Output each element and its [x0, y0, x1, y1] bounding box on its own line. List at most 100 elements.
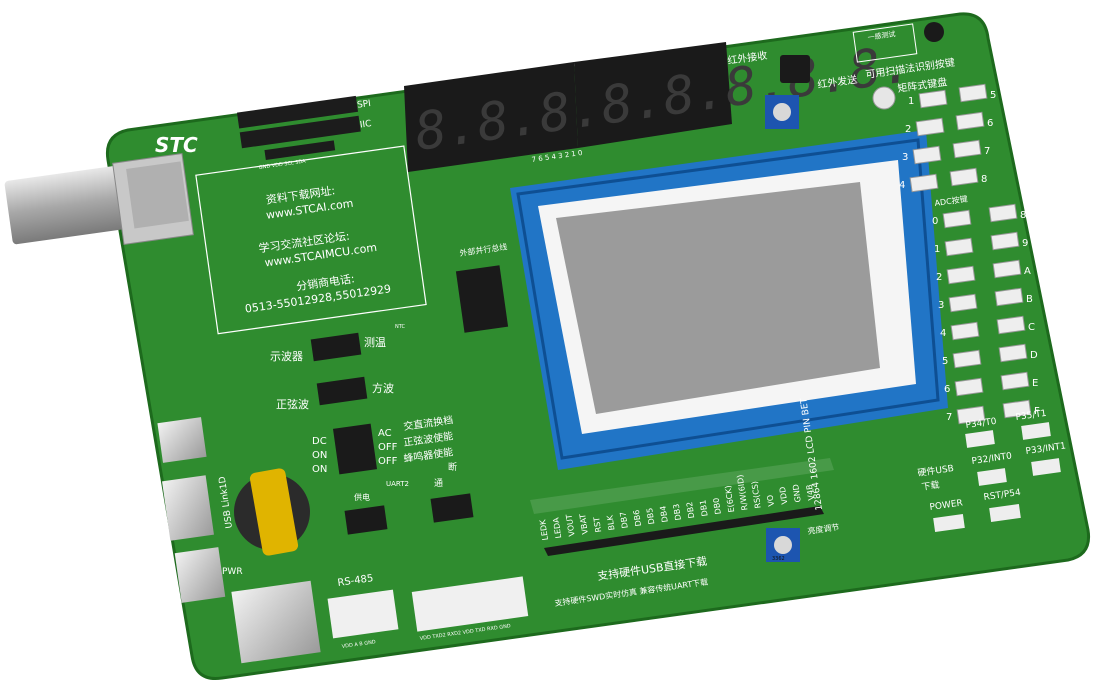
adc-key-label: 0: [932, 216, 938, 227]
matrix-key-button[interactable]: [952, 139, 982, 159]
matrix-key-button[interactable]: [915, 117, 945, 137]
matrix-key-label: 8: [981, 174, 987, 185]
adc-key-label: 5: [942, 356, 948, 367]
lcd-pin-label: E(6CK): [723, 485, 736, 513]
matrix-key-button[interactable]: [909, 173, 939, 193]
adc-key-label: A: [1024, 266, 1031, 277]
adc-key-label: 3: [938, 300, 944, 311]
ntc-label: NTC: [395, 324, 406, 330]
sine-wave-label: 正弦波: [276, 397, 309, 411]
sw-row-1-left: DC: [312, 436, 327, 447]
adc-key-button[interactable]: [992, 259, 1022, 279]
lcd-pin-label: BLK: [605, 514, 616, 531]
matrix-key-button[interactable]: [949, 167, 979, 187]
uart-label: UART2: [386, 480, 409, 488]
lcd-pin-label: VDD: [778, 486, 789, 505]
adc-key-label: 4: [940, 328, 946, 339]
adc-key-button[interactable]: [954, 377, 984, 397]
rs485-connector: RS-485 VDD A B GND: [327, 573, 399, 650]
adc-key-button[interactable]: [1002, 399, 1032, 419]
matrix-key-label: 5: [990, 90, 996, 101]
adc-key-button[interactable]: [994, 287, 1024, 307]
lcd-pin-label: GND: [791, 484, 802, 503]
disconnect-label: 断: [448, 461, 457, 473]
matrix-key-label: 3: [902, 152, 908, 163]
proximity-sensor: 一感测试: [852, 22, 944, 63]
lcd-pin-label: LEDK: [538, 518, 550, 541]
sw-row-1-right: AC: [378, 428, 392, 439]
adc-key-label: F: [1034, 406, 1040, 417]
lcd-pin-label: LEDA: [551, 516, 563, 539]
matrix-key-label: 4: [899, 180, 905, 191]
adc-key-button[interactable]: [1000, 371, 1030, 391]
lcd-pin-header: [530, 458, 834, 556]
matrix-key-button[interactable]: [912, 145, 942, 165]
temperature-label: 测温: [364, 336, 386, 349]
lcd-pin-label: DB3: [672, 503, 683, 521]
adc-key-label: 2: [936, 272, 942, 283]
lcd-pin-label: VO: [766, 494, 777, 507]
uart-switches: UART2 供电 断 通: [344, 461, 474, 535]
spi-label: SPI: [356, 99, 371, 111]
hw-usb-label-2: 下载: [921, 479, 941, 493]
adc-key-button[interactable]: [948, 293, 978, 313]
adc-key-label: 9: [1022, 238, 1028, 249]
matrix-key-label: 6: [987, 118, 993, 129]
lcd-pin-label: VBAT: [578, 513, 590, 535]
lcd-pin-label: DB1: [698, 499, 709, 517]
p34-label: P34/T0: [965, 417, 997, 431]
adc-key-button[interactable]: [998, 343, 1028, 363]
func-buttons: P34/T0 P35/T1 P32/INT0 P33/INT1 RST/P54 …: [917, 409, 1067, 533]
buzzer: [234, 468, 310, 556]
adc-key-button[interactable]: [942, 209, 972, 229]
adc-key-label: C: [1028, 322, 1035, 333]
adc-key-button[interactable]: [990, 231, 1020, 251]
adc-key-label: E: [1032, 378, 1038, 389]
rs485-label: RS-485: [337, 573, 374, 589]
lcd-pin-label: V4B: [805, 484, 816, 501]
matrix-key-label: 2: [905, 124, 911, 135]
lcd-pin-label: DB4: [658, 505, 669, 523]
adc-key-button[interactable]: [950, 321, 980, 341]
adc-key-label: 6: [944, 384, 950, 395]
analog-section: 示波器 测温 正弦波 方波 NTC: [270, 324, 406, 411]
adc-key-button[interactable]: [946, 265, 976, 285]
adc-key-button[interactable]: [956, 405, 986, 425]
iic-label: IIC: [359, 119, 372, 131]
contrast-label: 亮度调节: [807, 522, 840, 536]
sw-row-3-left: ON: [312, 464, 327, 475]
lcd-pin-label: VOUT: [565, 513, 577, 537]
adc-key-label: B: [1026, 294, 1033, 305]
matrix-key-label: 7: [984, 146, 990, 157]
p35-label: P35/T1: [1015, 409, 1047, 423]
matrix-buttons[interactable]: 1 5 2 6 3 7 4 8: [899, 83, 996, 193]
adc-key-button[interactable]: [988, 203, 1018, 223]
contrast-pot: 3362 亮度调节: [766, 522, 840, 562]
matrix-key-label: 1: [908, 96, 914, 107]
matrix-key-button[interactable]: [958, 83, 988, 103]
matrix-key-button[interactable]: [918, 89, 948, 109]
adc-key-button[interactable]: [944, 237, 974, 257]
lcd-pin-label: DB5: [645, 507, 656, 525]
sw-row-2-left: ON: [312, 450, 327, 461]
stc-logo: STC: [155, 133, 198, 157]
adc-key-button[interactable]: [952, 349, 982, 369]
pot-value: 3362: [772, 556, 785, 562]
lcd-pin-label: DB0: [712, 497, 723, 515]
bnc-connector: [4, 152, 194, 246]
sw-row-3-right: OFF: [378, 456, 398, 467]
lcd-pin-label: RST: [592, 516, 603, 533]
adc-keys-label: ADC按键: [934, 193, 968, 208]
tft-lcd: [510, 130, 948, 470]
adc-key-label: 8: [1020, 210, 1026, 221]
adc-key-button[interactable]: [996, 315, 1026, 335]
proximity-label: 一感测试: [867, 29, 896, 42]
lcd-pin-label: RS(CS): [750, 480, 763, 509]
matrix-key-button[interactable]: [955, 111, 985, 131]
adc-key-label: D: [1030, 350, 1038, 361]
lcd-pin-label: DB7: [619, 511, 630, 529]
sw-row-2-right: OFF: [378, 442, 398, 453]
